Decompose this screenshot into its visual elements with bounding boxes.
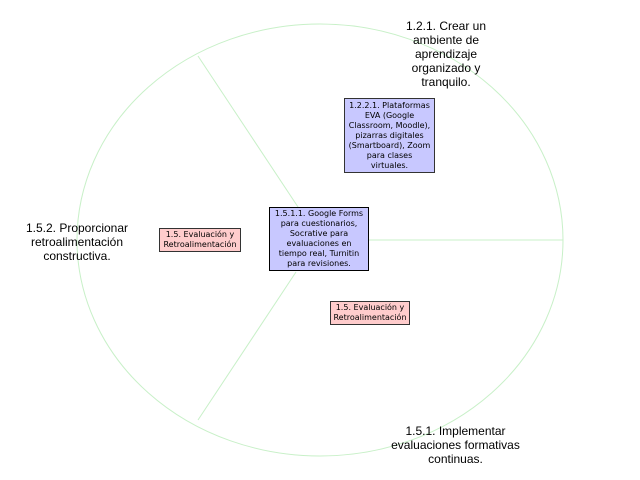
node-evaluaciones-formativas-text: 1.5.1. Implementar evaluaciones formativ… (391, 424, 520, 466)
node-crear-ambiente: 1.2.1. Crear un ambiente de aprendizaje … (395, 19, 497, 89)
box-evaluacion-left: 1.5. Evaluación y Retroalimentación (159, 228, 241, 252)
node-retroalimentacion-text: 1.5.2. Proporcionar retroalimentación co… (25, 221, 129, 263)
node-crear-ambiente-text: 1.2.1. Crear un ambiente de aprendizaje … (405, 19, 487, 89)
box-evaluacion-left-text: 1.5. Evaluación y Retroalimentación (163, 230, 237, 249)
box-evaluacion-right: 1.5. Evaluación y Retroalimentación (330, 301, 410, 325)
spoke-top-left (197, 55, 301, 211)
node-retroalimentacion: 1.5.2. Proporcionar retroalimentación co… (17, 221, 137, 263)
box-plataformas-text: 1.2.2.1. Plataformas EVA (Google Classro… (348, 100, 431, 170)
box-center-tools: 1.5.1.1. Google Forms para cuestionarios… (269, 207, 369, 271)
node-evaluaciones-formativas: 1.5.1. Implementar evaluaciones formativ… (388, 424, 523, 466)
box-plataformas: 1.2.2.1. Plataformas EVA (Google Classro… (344, 98, 435, 173)
box-evaluacion-right-text: 1.5. Evaluación y Retroalimentación (333, 303, 407, 322)
spoke-bottom-left (197, 271, 297, 421)
box-center-tools-text: 1.5.1.1. Google Forms para cuestionarios… (274, 209, 364, 268)
